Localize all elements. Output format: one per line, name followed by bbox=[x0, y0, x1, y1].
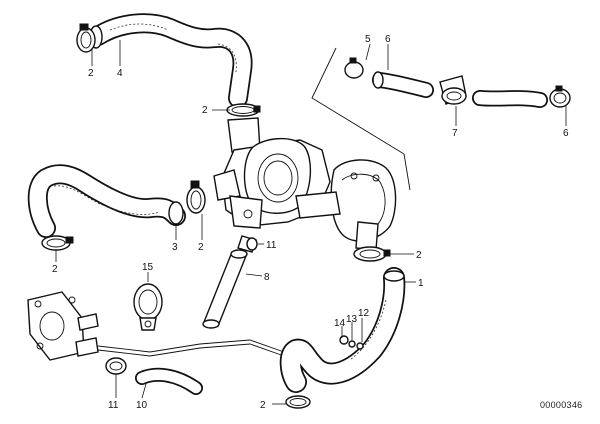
label-1: 1 bbox=[418, 278, 424, 289]
lower-hose-part-1 bbox=[279, 267, 406, 393]
hose-clamp-2-neck bbox=[226, 103, 261, 117]
label-2-top-left: 2 bbox=[88, 68, 94, 79]
small-clamp-11-bottom bbox=[105, 357, 127, 375]
coolant-flange-plate bbox=[27, 291, 99, 361]
label-4: 4 bbox=[117, 68, 123, 79]
hose-clamp-2-right bbox=[353, 246, 391, 262]
label-11-bottom: 11 bbox=[108, 400, 119, 411]
label-10: 10 bbox=[136, 400, 148, 411]
diagram-reference-number: 00000346 bbox=[540, 400, 582, 410]
part-15 bbox=[133, 283, 163, 331]
label-2-bottom: 2 bbox=[260, 400, 266, 411]
hose-clamp-2-left-low bbox=[41, 235, 74, 251]
small-parts-12-13-14 bbox=[339, 335, 364, 350]
label-2-right: 2 bbox=[416, 250, 422, 261]
hose-clamp-2-left-mid bbox=[186, 180, 206, 214]
water-pump bbox=[295, 159, 397, 251]
label-2-neck: 2 bbox=[202, 105, 208, 116]
hose-clamp-2-top-left bbox=[76, 23, 96, 53]
detail-reference-lines bbox=[311, 47, 411, 191]
bypass-hose-part-8 bbox=[202, 235, 257, 329]
label-12: 12 bbox=[358, 308, 370, 319]
label-11-top: 11 bbox=[266, 240, 277, 251]
clamp-right bbox=[549, 85, 571, 108]
hose-6-right bbox=[472, 90, 548, 108]
label-3: 3 bbox=[172, 242, 178, 253]
label-5: 5 bbox=[365, 34, 371, 45]
hose-6-upper bbox=[372, 71, 434, 98]
clamp-5 bbox=[344, 57, 364, 79]
label-15: 15 bbox=[142, 262, 154, 273]
label-7: 7 bbox=[452, 128, 458, 139]
label-14: 14 bbox=[334, 318, 346, 329]
connecting-pipe bbox=[97, 339, 285, 353]
small-clamp-11-top bbox=[246, 237, 258, 251]
label-8: 8 bbox=[264, 272, 270, 283]
radiator-hose-part-3 bbox=[27, 164, 186, 238]
upper-hose-part-4 bbox=[88, 13, 253, 108]
label-6-right: 6 bbox=[563, 128, 569, 139]
hose-clamp-2-bottom bbox=[285, 395, 311, 409]
label-13: 13 bbox=[346, 314, 358, 325]
label-6-top: 6 bbox=[385, 34, 391, 45]
hose-part-10 bbox=[135, 367, 203, 395]
leader-lines bbox=[55, 40, 567, 405]
label-2-mid: 2 bbox=[198, 242, 204, 253]
bracket-7 bbox=[439, 75, 467, 105]
label-2-left-low: 2 bbox=[52, 264, 58, 275]
